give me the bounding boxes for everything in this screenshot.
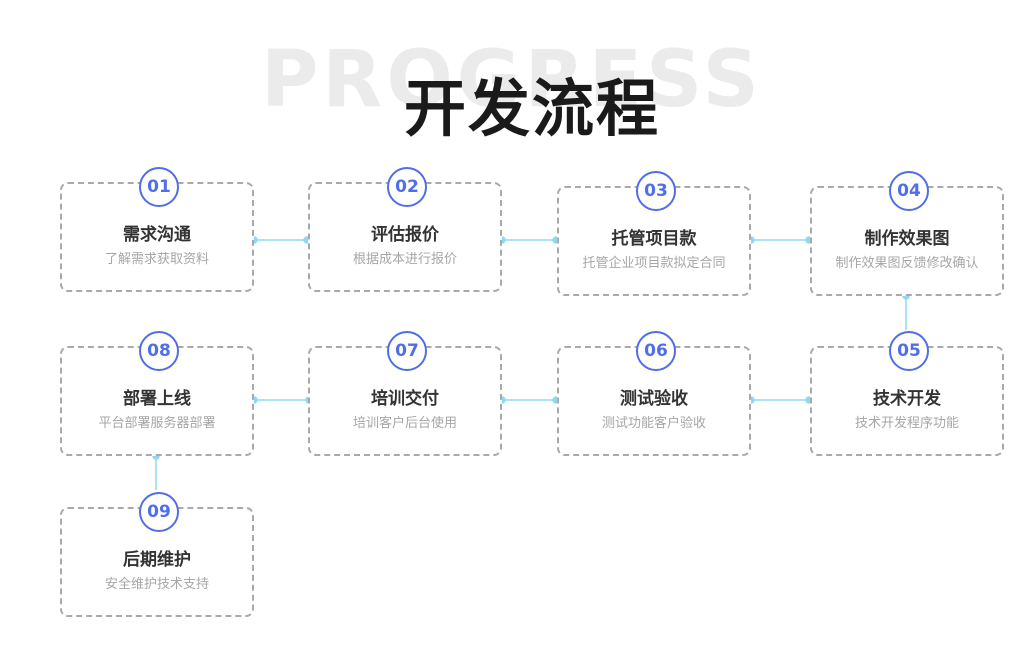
step-description: 平台部署服务器部署 — [98, 416, 216, 431]
step-number-badge: 08 — [139, 331, 179, 371]
step-card-06: 06 测试验收 测试功能客户验收 — [557, 331, 751, 456]
step-title: 技术开发 — [873, 389, 941, 409]
step-number-badge: 09 — [139, 492, 179, 532]
step-card-05: 05 技术开发 技术开发程序功能 — [810, 331, 1004, 456]
step-number-badge: 06 — [636, 331, 676, 371]
step-title: 测试验收 — [620, 389, 688, 409]
step-description: 根据成本进行报价 — [352, 252, 457, 267]
step-card-08: 08 部署上线 平台部署服务器部署 — [60, 331, 254, 456]
step-description: 技术开发程序功能 — [854, 416, 959, 431]
step-title: 评估报价 — [371, 225, 439, 245]
step-number-badge: 05 — [889, 331, 929, 371]
step-description: 了解需求获取资料 — [104, 252, 209, 267]
step-card-03: 03 托管项目款 托管企业项目款拟定合同 — [557, 171, 751, 296]
step-card-07: 07 培训交付 培训客户后台使用 — [308, 331, 502, 456]
step-number-badge: 07 — [387, 331, 427, 371]
step-title: 需求沟通 — [123, 225, 191, 245]
step-number-badge: 04 — [889, 171, 929, 211]
step-title: 制作效果图 — [864, 229, 950, 249]
background-watermark-word: PROGRESS — [261, 35, 763, 125]
step-description: 制作效果图反馈修改确认 — [835, 256, 979, 271]
step-number-badge: 03 — [636, 171, 676, 211]
step-title: 培训交付 — [371, 389, 439, 409]
step-card-02: 02 评估报价 根据成本进行报价 — [308, 167, 502, 292]
step-description: 培训客户后台使用 — [352, 416, 457, 431]
page-title: 开发流程 — [403, 72, 660, 145]
step-card-01: 01 需求沟通 了解需求获取资料 — [60, 167, 254, 292]
step-number-badge: 01 — [139, 167, 179, 207]
step-title: 后期维护 — [123, 550, 191, 570]
step-title: 部署上线 — [123, 389, 191, 409]
step-title: 托管项目款 — [611, 229, 697, 249]
step-description: 测试功能客户验收 — [601, 416, 706, 431]
step-description: 托管企业项目款拟定合同 — [582, 256, 726, 271]
step-description: 安全维护技术支持 — [104, 577, 209, 592]
step-card-04: 04 制作效果图 制作效果图反馈修改确认 — [810, 171, 1004, 296]
step-number-badge: 02 — [387, 167, 427, 207]
step-card-09: 09 后期维护 安全维护技术支持 — [60, 492, 254, 617]
